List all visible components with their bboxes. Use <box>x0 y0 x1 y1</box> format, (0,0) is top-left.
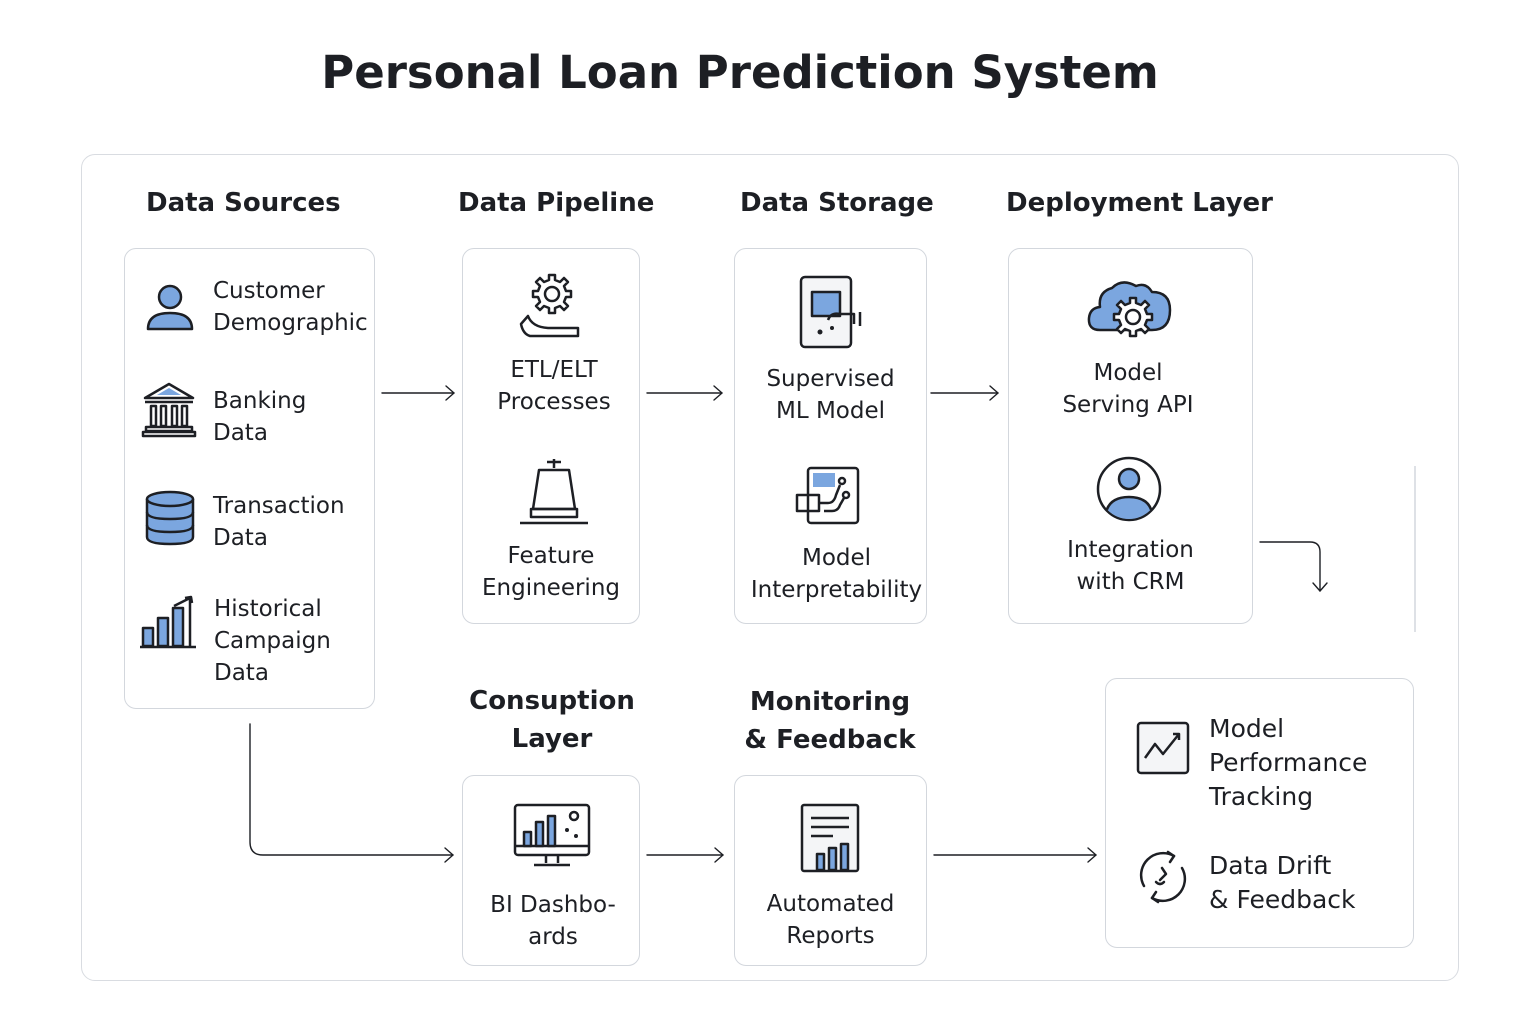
gear-hand-icon <box>519 273 580 338</box>
item-customer-demographic: Customer Demographic <box>213 278 368 336</box>
item-model-serving-api: Model Serving API <box>1062 360 1194 418</box>
flow-chart-icon <box>795 466 860 525</box>
item-integration-with-crm: Integration with CRM <box>1067 537 1194 595</box>
item-etl-elt-processes: ETL/ELT Processes <box>497 357 611 415</box>
database-icon <box>145 490 195 546</box>
bar-chart-icon <box>140 595 196 649</box>
dashboard-monitor-icon <box>513 803 591 867</box>
report-icon <box>800 803 860 873</box>
user-circle-icon <box>1096 456 1162 522</box>
item-bi-dashboards: BI Dashbo- ards <box>490 892 616 950</box>
funnel-icon <box>520 459 588 525</box>
heading-data-pipeline: Data Pipeline <box>458 188 655 218</box>
item-model-interpretability: Model Interpretability <box>750 545 923 603</box>
page-title: Personal Loan Prediction System <box>321 46 1159 99</box>
cloud-gear-icon <box>1087 281 1172 338</box>
refresh-cycle-icon <box>1139 850 1187 904</box>
item-transaction-data: Transaction Data <box>213 493 345 551</box>
item-historical-campaign-data: Historical Campaign Data <box>214 596 331 686</box>
diagram-frame <box>81 154 1459 981</box>
device-icon <box>799 275 862 349</box>
item-model-performance-tracking: Model Performance Tracking <box>1209 714 1368 811</box>
heading-data-sources: Data Sources <box>146 188 341 218</box>
box-data-pipeline <box>462 248 640 624</box>
heading-deployment-layer: Deployment Layer <box>1006 188 1273 218</box>
trend-chart-icon <box>1136 721 1190 775</box>
item-banking-data: Banking Data <box>213 388 307 446</box>
user-icon <box>146 284 194 331</box>
heading-consumption-layer: Consuption Layer <box>469 686 635 754</box>
item-feature-engineering: Feature Engineering <box>482 543 620 601</box>
heading-monitoring-feedback: Monitoring & Feedback <box>744 687 916 755</box>
item-supervised-ml-model: Supervised ML Model <box>766 366 895 424</box>
bank-icon <box>141 382 197 438</box>
item-data-drift-feedback: Data Drift & Feedback <box>1209 851 1356 914</box>
item-automated-reports: Automated Reports <box>766 891 895 949</box>
heading-data-storage: Data Storage <box>740 188 934 218</box>
